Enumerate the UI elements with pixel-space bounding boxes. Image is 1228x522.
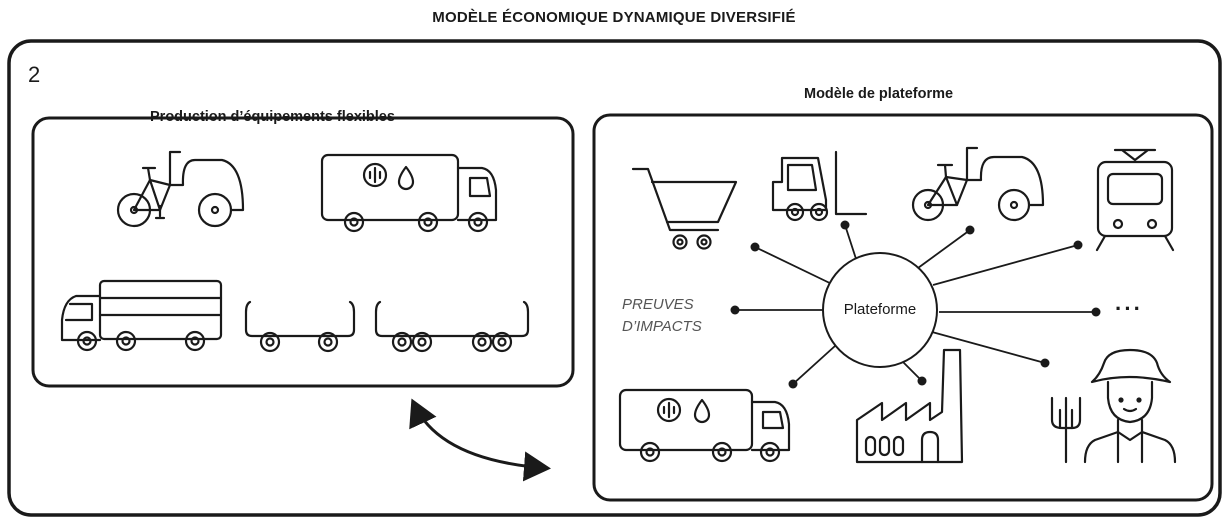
section-number: 2 [28,62,41,87]
forklift-icon [771,150,868,222]
truck-water-energy-icon-right [618,388,791,463]
impact-proof-line1: PREUVES [622,296,694,313]
right-panel-frame [592,113,1214,502]
factory-icon [855,348,964,464]
platform-hub-circle [822,252,938,368]
exchange-arrow [409,398,551,482]
more-ellipsis: ··· [1115,296,1143,321]
right-panel-heading: Modèle de plateforme [804,86,954,102]
box-truck-icon [60,279,223,352]
cargo-bike-icon [116,150,245,228]
farmer-icon [1050,348,1177,464]
impact-proof-label: PREUVES D’IMPACTS [622,294,702,338]
platform-hub-label: Plateforme [843,301,917,318]
truck-water-energy-icon [320,153,498,233]
outer-frame [7,39,1222,517]
shopping-cart-icon [631,167,738,250]
diagram-title: MODÈLE ÉCONOMIQUE DYNAMIQUE DIVERSIFIÉ [432,9,796,26]
platform-spoke-endpoints [730,220,1101,389]
tram-icon [1095,148,1175,252]
short-trailer-icon [244,300,356,353]
left-panel-frame [31,116,575,388]
left-panel-heading: Production d’équipements flexibles [150,109,395,125]
long-trailer-icon [374,300,530,353]
impact-proof-line2: D’IMPACTS [622,318,702,335]
cargo-bike-icon-right [911,146,1045,222]
